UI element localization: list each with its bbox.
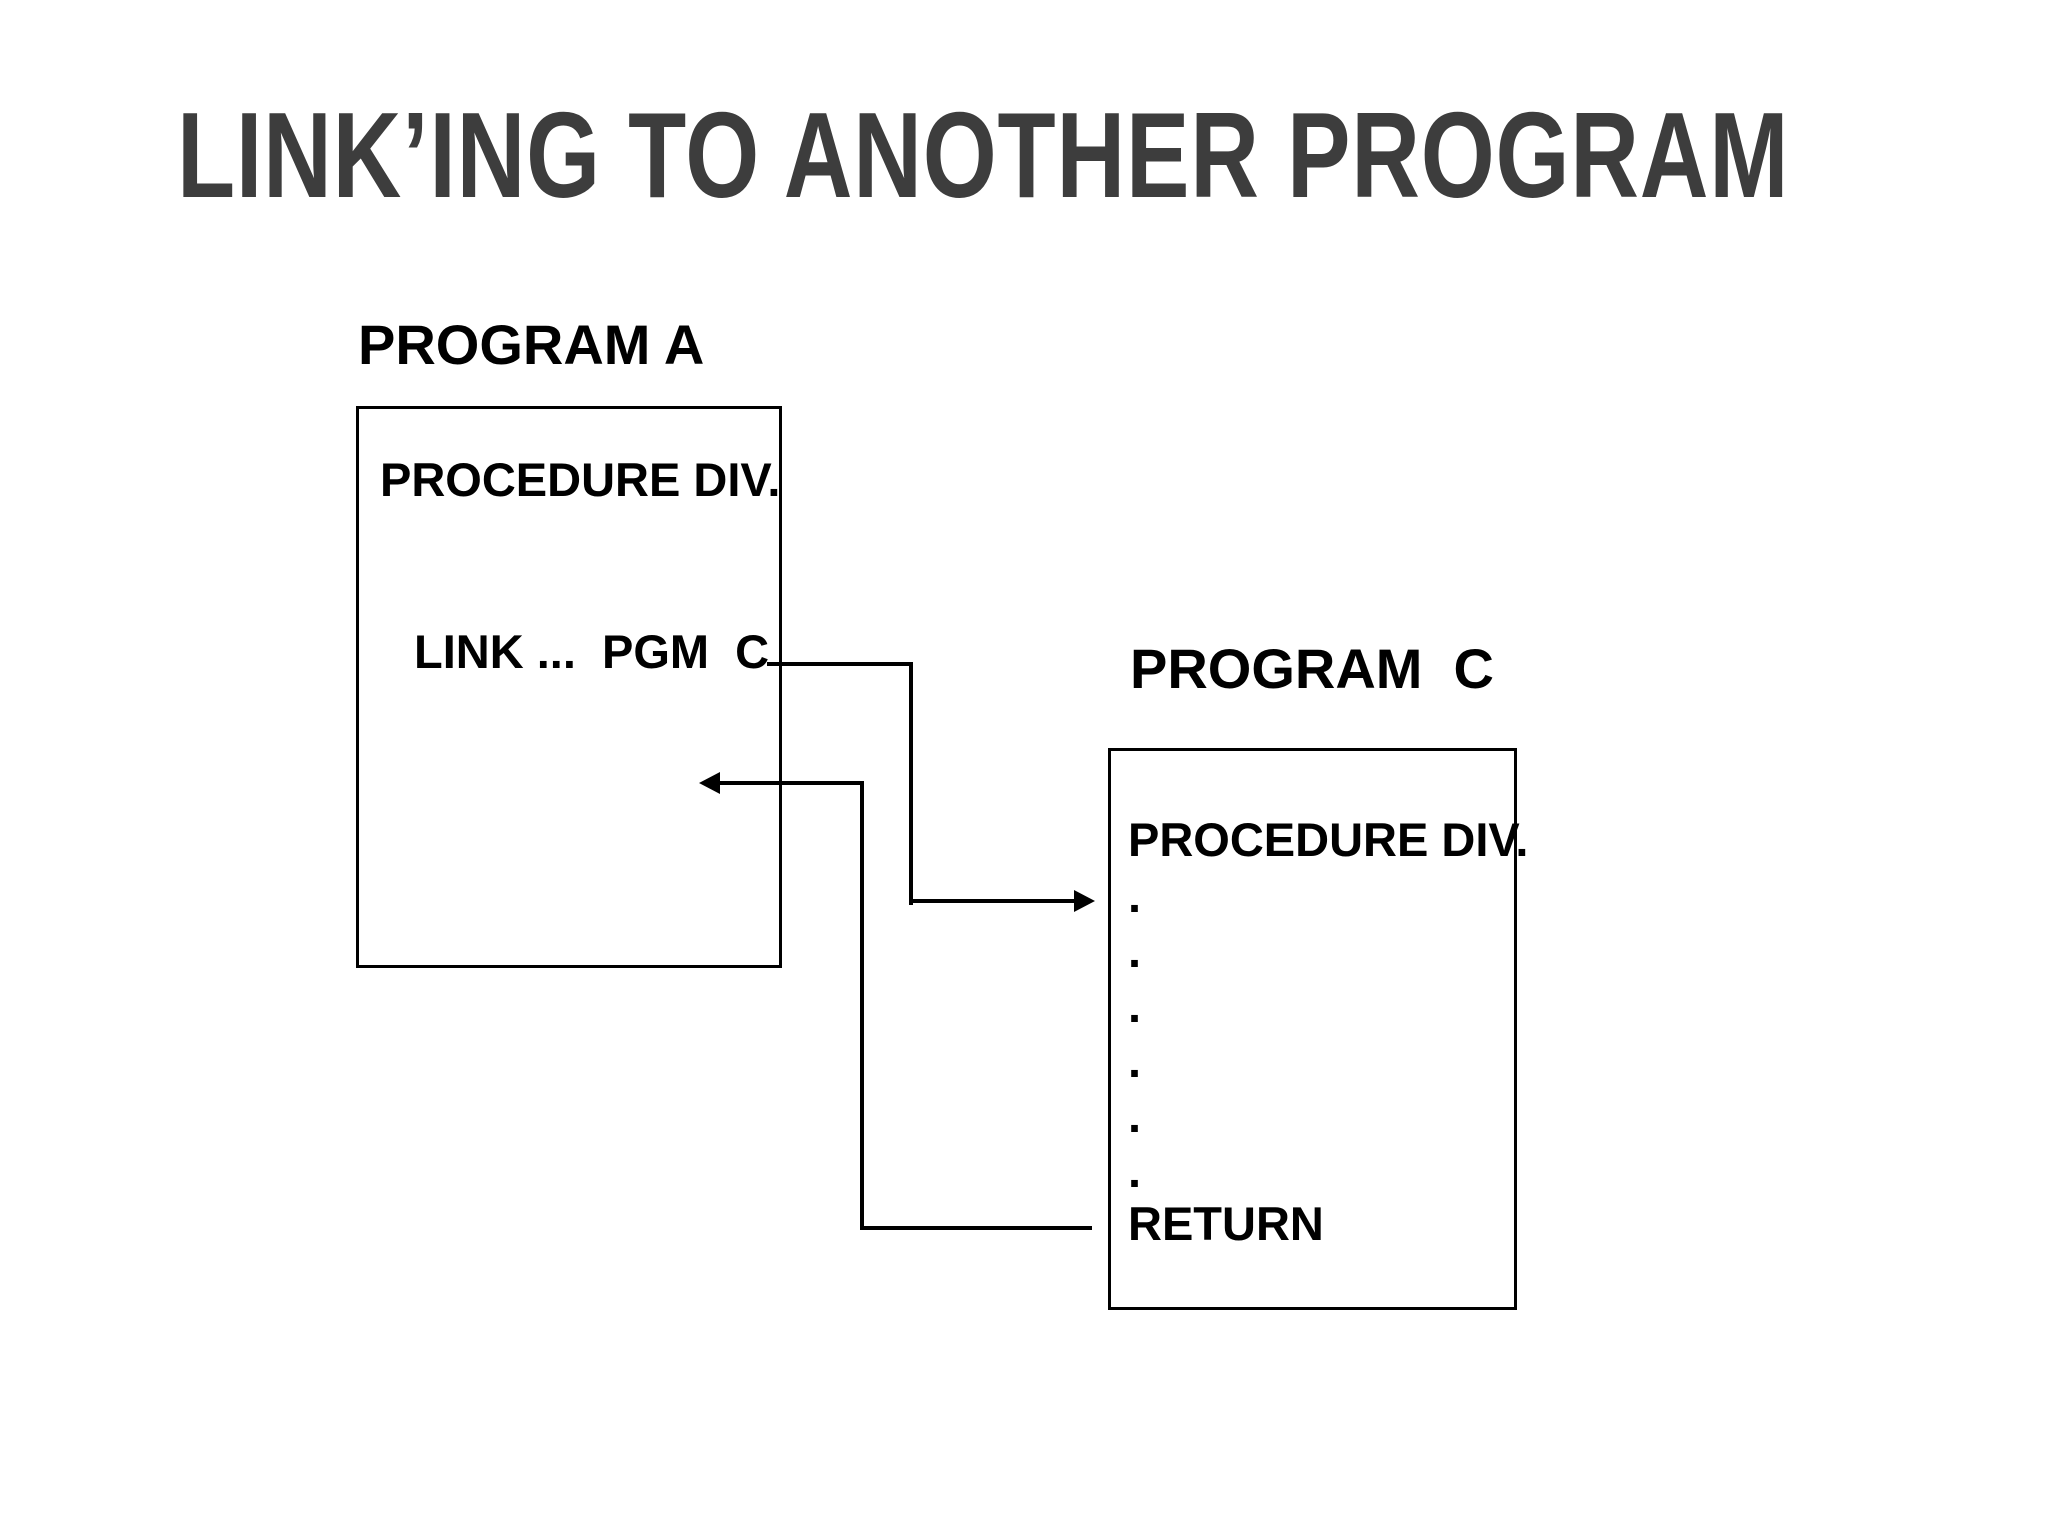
program-c-box [1108,748,1517,1310]
program-a-procedure-div-text: PROCEDURE DIV. [380,453,781,506]
program-c-procedure-div-text: PROCEDURE DIV. [1128,813,1529,866]
program-c-dots-column: . . . . . . [1128,869,1142,1197]
program-a-box [356,406,782,968]
call-arrowhead-right-icon [1074,890,1095,912]
return-line-vertical-up [860,781,864,1230]
slide-title: LINK’ING TO ANOTHER PROGRAM [177,87,1790,223]
program-c-label: PROGRAM C [1130,637,1494,700]
program-a-label: PROGRAM A [358,313,705,376]
program-a-link-statement: LINK ... PGM C [414,625,770,678]
return-line-horizontal-from-return [862,1226,1092,1230]
call-line-vertical-down [909,662,913,905]
call-line-horizontal-to-program-c [909,899,1077,903]
return-line-horizontal-to-program-a [718,781,864,785]
return-arrowhead-left-icon [699,772,720,794]
program-c-return-text: RETURN [1128,1197,1324,1250]
call-line-horizontal-from-link [767,662,913,666]
